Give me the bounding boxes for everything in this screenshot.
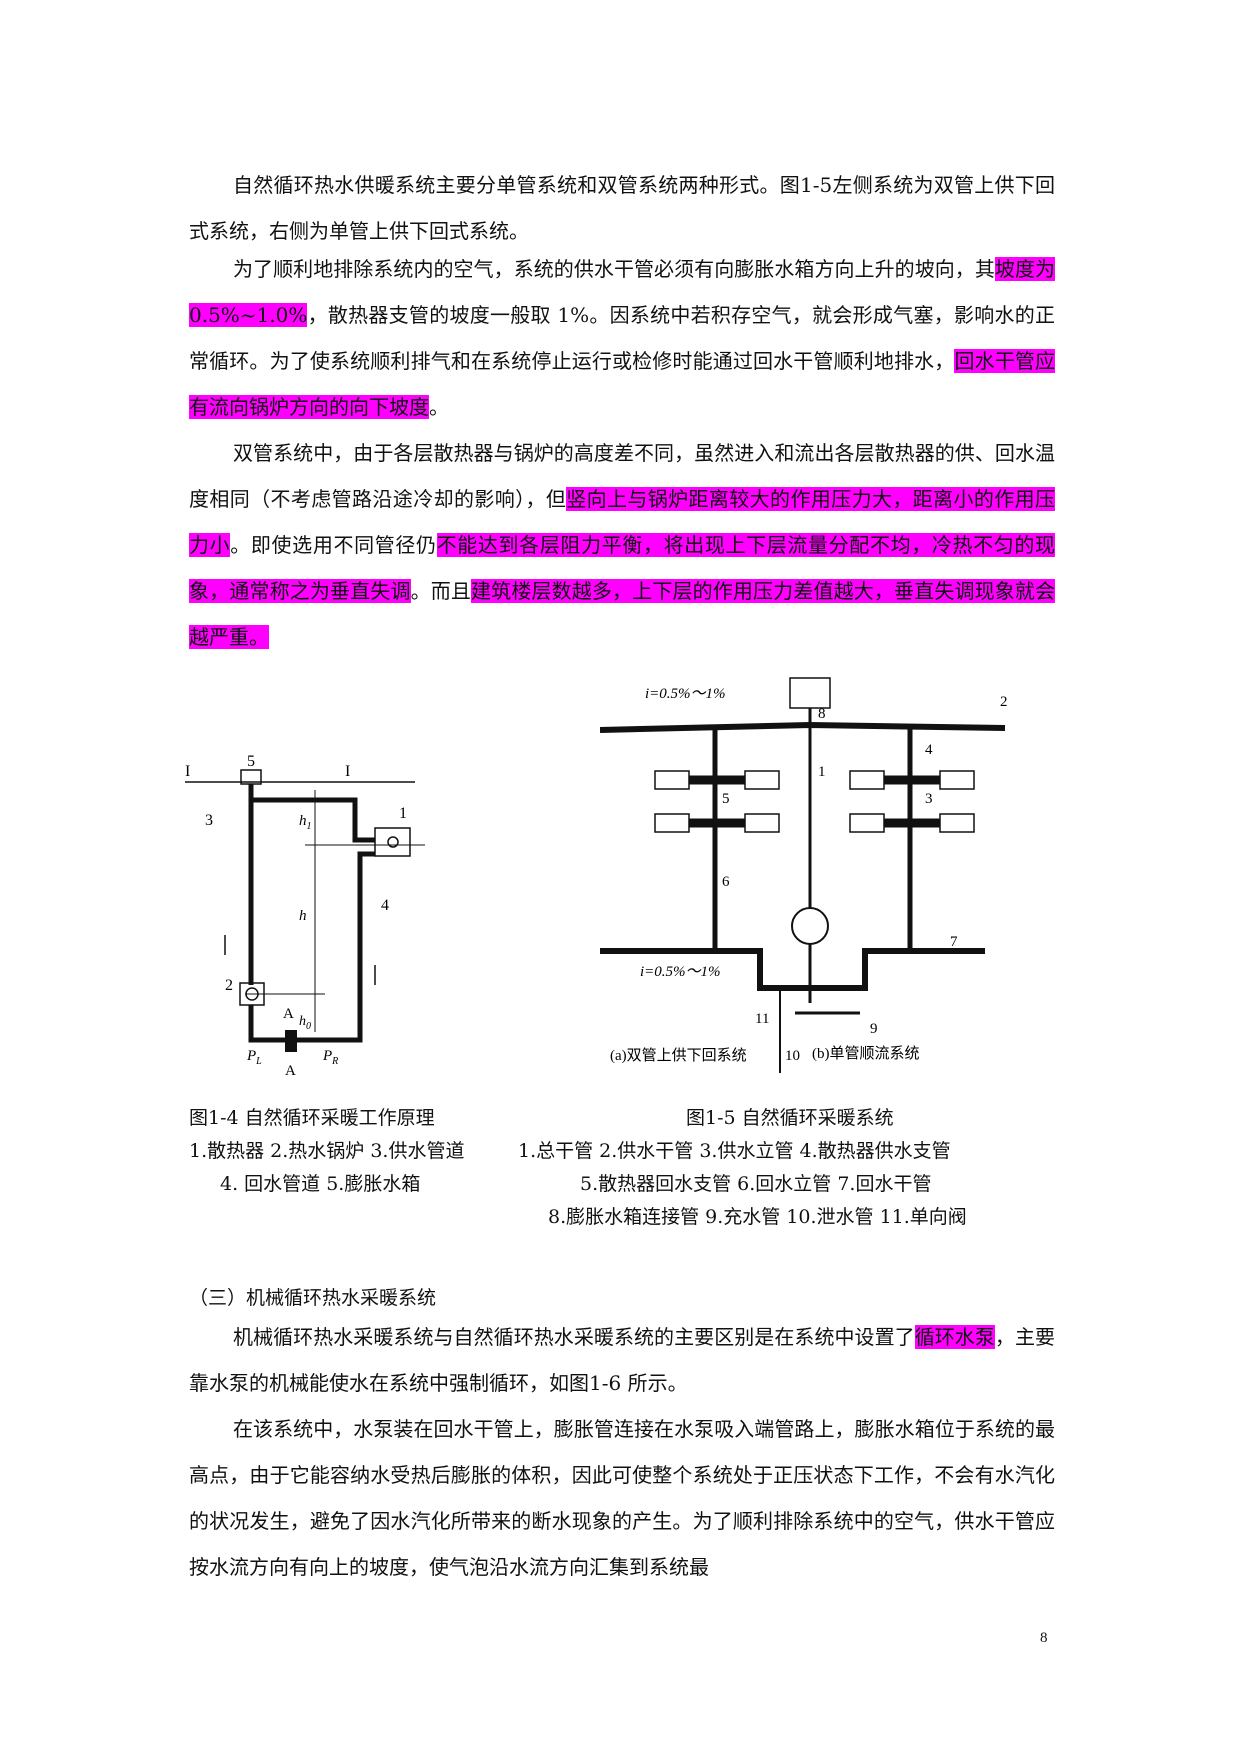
label-A-top: A	[283, 1006, 294, 1022]
section-heading: （三）机械循环热水采暖系统	[189, 1287, 437, 1309]
label-7: 7	[950, 934, 958, 950]
figure-1-4-legend-line2: 4. 回水管道 5.膨胀水箱	[220, 1173, 421, 1195]
radiator-a1-left	[654, 770, 690, 790]
radiator-a2-right	[744, 813, 780, 833]
paragraph-double-pipe: 双管系统中，由于各层散热器与锅炉的高度差不同，虽然进入和流出各层散热器的供、回水…	[189, 430, 1056, 660]
paragraph-air-removal: 为了顺利地排除系统内的空气，系统的供水干管必须有向膨胀水箱方向上升的坡向，其坡度…	[189, 246, 1056, 430]
label-h0: h0	[299, 1014, 311, 1032]
label-h: h	[299, 908, 307, 924]
paragraph-text: ，主要靠水泵的机械能使水在系统中强制循环，如图1-6 所示。	[189, 1325, 1056, 1395]
return-pipe	[248, 851, 375, 1043]
radiator-box	[374, 827, 411, 857]
radiator-b1-right	[939, 770, 975, 790]
highlight-vertical-imbalance: 通常称之为垂直失调	[229, 579, 411, 603]
figure-1-5-legend-line3: 8.膨胀水箱连接管 9.充水管 10.泄水管 11.单向阀	[548, 1206, 967, 1228]
label-3: 3	[205, 812, 213, 829]
label-2: 2	[225, 977, 233, 994]
slope-label-top: i=0.5%～1%	[645, 686, 726, 702]
label-4: 4	[381, 897, 389, 914]
paragraph-text: ，散热器支管的坡度一般取 1%。因系统中若积存空气，就会形成气塞，影响水的正常循…	[189, 303, 1055, 373]
label-A-bottom: A	[285, 1063, 296, 1079]
figure-1-4-diagram: I I 5 1 3 4 2 h1 h h0 A A PL PR	[185, 753, 425, 1079]
label-4: 4	[925, 742, 933, 758]
radiator-circle	[387, 836, 399, 848]
figure-1-5-caption: 图1-5 自然循环采暖系统	[686, 1107, 894, 1129]
subcaption-b: (b)单管顺流系统	[812, 1045, 920, 1062]
radiator-b2-right	[939, 813, 975, 833]
figure-1-4-caption: 图1-4 自然循环采暖工作原理	[189, 1107, 435, 1129]
label-I-left: I	[185, 763, 190, 780]
figure-1-5-legend-line1: 1.总干管 2.供水干管 3.供水立管 4.散热器供水支管	[518, 1140, 951, 1162]
figure-1-5-diagram: i=0.5%～1% i=0.5%～1% 8 2 4 3 5 1 6 7 11 9…	[600, 677, 1008, 1073]
paragraph-text: 在该系统中，水泵装在回水干管上，膨胀管连接在水泵吸入端管路上，膨胀水箱位于系统的…	[189, 1417, 1055, 1579]
paragraph-text: 机械循环热水采暖系统与自然循环热水采暖系统的主要区别是在系统中设置了	[233, 1325, 915, 1349]
highlight-pump: 循环水泵	[914, 1325, 995, 1349]
label-1: 1	[818, 764, 826, 780]
paragraph-mechanical-circulation: 机械循环热水采暖系统与自然循环热水采暖系统的主要区别是在系统中设置了循环水泵，主…	[189, 1314, 1055, 1406]
paragraph-natural-circulation-forms: 自然循环热水供暖系统主要分单管系统和双管系统两种形式。图1-5左侧系统为双管上供…	[189, 162, 1055, 254]
figure-1-5-legend-line2: 5.散热器回水支管 6.回水立管 7.回水干管	[580, 1173, 932, 1195]
label-I-right: I	[345, 763, 350, 780]
label-1: 1	[399, 805, 407, 822]
paragraph-text: 。而且	[410, 579, 472, 603]
radiator-b2-left	[849, 813, 885, 833]
paragraph-text: 。即使选用不同管径仍	[230, 533, 437, 557]
label-11: 11	[755, 1011, 769, 1027]
supply-main	[600, 721, 1006, 733]
supply-pipe-top	[248, 784, 375, 843]
label-10: 10	[785, 1048, 800, 1064]
valve-a	[285, 1030, 297, 1052]
label-2: 2	[1000, 694, 1008, 710]
label-5: 5	[247, 753, 255, 770]
label-8: 8	[818, 706, 826, 722]
label-5: 5	[722, 791, 730, 807]
label-3: 3	[925, 791, 933, 807]
label-PR: PR	[322, 1048, 338, 1067]
slope-label-bottom: i=0.5%～1%	[640, 964, 721, 980]
paragraph-text: 。	[429, 395, 449, 419]
radiator-a1-right	[744, 770, 780, 790]
radiator-a2-left	[654, 813, 690, 833]
page-number: 8	[1040, 1630, 1048, 1646]
figure-1-4-legend-line1: 1.散热器 2.热水锅炉 3.供水管道	[189, 1140, 465, 1162]
subcaption-a: (a)双管上供下回系统	[610, 1047, 747, 1064]
label-9: 9	[870, 1021, 878, 1037]
paragraph-pump-location: 在该系统中，水泵装在回水干管上，膨胀管连接在水泵吸入端管路上，膨胀水箱位于系统的…	[189, 1406, 1055, 1590]
boiler-circle	[791, 907, 829, 945]
paragraph-text: 为了顺利地排除系统内的空气，系统的供水干管必须有向膨胀水箱方向上升的坡向，其	[233, 257, 995, 281]
paragraph-text: 自然循环热水供暖系统主要分单管系统和双管系统两种形式。图1-5左侧系统为双管上供…	[189, 173, 1055, 243]
radiator-b1-left	[849, 770, 885, 790]
expansion-tank	[789, 677, 831, 709]
label-h1: h1	[299, 813, 312, 832]
label-PL: PL	[246, 1048, 262, 1067]
label-6: 6	[722, 874, 730, 890]
return-main	[600, 948, 985, 991]
paragraph-text: 双管系统中，由于各层散热器与锅炉的高度差不同，虽然进入和流出各层散热器的供、回水…	[189, 441, 1055, 511]
